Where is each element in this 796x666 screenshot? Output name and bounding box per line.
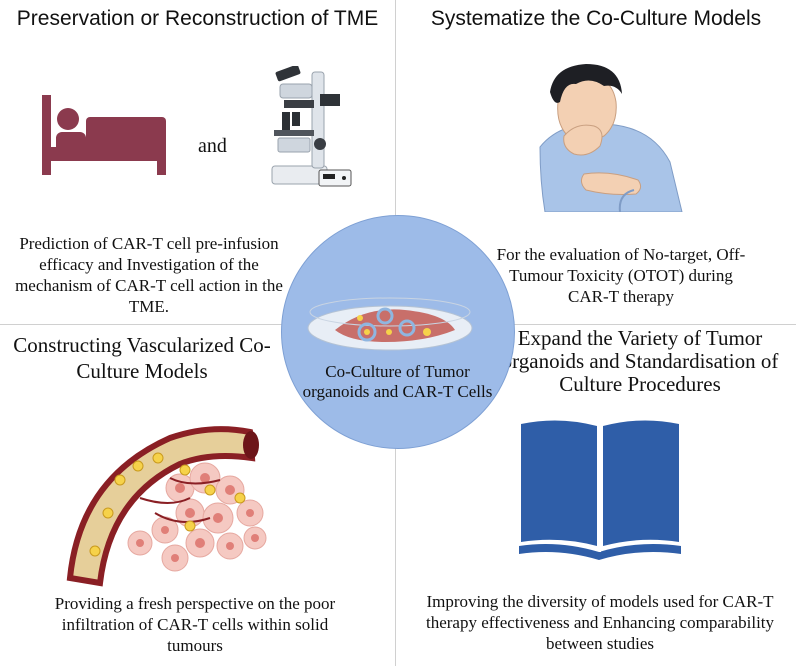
top-right-description: For the evaluation of No-target, Off-Tum… bbox=[496, 245, 746, 306]
blood-vessel-icon bbox=[66, 426, 267, 587]
top-right-title: Systematize the Co-Culture Models bbox=[430, 7, 762, 30]
petri-dish-icon bbox=[307, 297, 473, 351]
open-book-icon bbox=[519, 420, 681, 560]
connector-and: and bbox=[198, 135, 227, 157]
bottom-left-description: Providing a fresh perspective on the poo… bbox=[54, 594, 336, 655]
bottom-left-title: Constructing Vascularized Co-Culture Mod… bbox=[13, 333, 271, 383]
top-left-title: Preservation or Reconstruction of TME bbox=[16, 7, 379, 30]
bottom-right-description: Improving the diversity of models used f… bbox=[425, 592, 775, 653]
sick-person-icon bbox=[539, 64, 683, 212]
bottom-right-title: Expand the Variety of Tumor organoids an… bbox=[501, 326, 779, 396]
microscope-icon bbox=[271, 66, 352, 187]
center-label: Co-Culture of Tumor organoids and CAR-T … bbox=[302, 362, 493, 401]
top-left-description: Prediction of CAR-T cell pre-infusion ef… bbox=[15, 234, 283, 316]
hospital-bed-icon bbox=[42, 95, 166, 175]
